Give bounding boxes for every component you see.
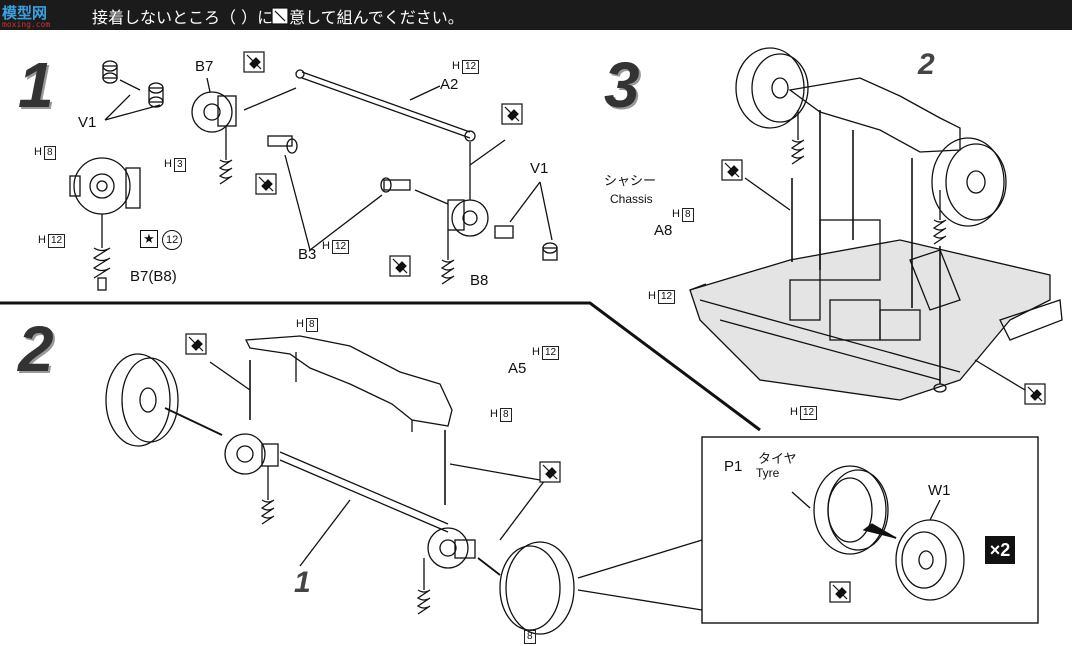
no-glue-icon	[255, 173, 277, 195]
star-icon: ★	[140, 230, 158, 248]
label-a2: A2	[440, 76, 459, 93]
label-v1: V1	[78, 114, 97, 131]
quantity-badge: ×2	[985, 536, 1015, 564]
part-chassis	[689, 219, 1063, 401]
step-number: 2	[18, 313, 54, 385]
part-upright-assembly-right	[416, 527, 476, 615]
no-glue-icon	[721, 159, 743, 181]
label-b7: B7	[195, 58, 214, 75]
no-glue-icon	[389, 255, 411, 277]
part-p1-tyre	[813, 465, 889, 555]
part-a5-arm	[244, 335, 453, 432]
step-ref-number: 2	[918, 48, 935, 81]
label-b8: B8	[470, 272, 489, 289]
part-b7-upright	[191, 91, 237, 185]
label-a5: A5	[508, 360, 527, 377]
star-marker: ★ 12	[140, 230, 183, 250]
label-v1-right: V1	[530, 160, 549, 177]
glue-h8: 8	[522, 630, 536, 644]
part-v1-cap	[102, 60, 164, 108]
label-w1: W1	[928, 482, 951, 499]
part-b3-pin	[267, 135, 411, 193]
label-chassis-jp: シャシー	[604, 174, 657, 189]
no-glue-icon-group	[185, 7, 1046, 603]
site-logo: 模型网	[2, 4, 48, 22]
no-glue-icon	[1024, 383, 1046, 405]
label-chassis-en: Chassis	[610, 192, 653, 206]
no-glue-icon	[185, 333, 207, 355]
part-wheel-right	[499, 541, 575, 635]
part-front-axle-assembly	[735, 47, 1007, 245]
part-b7-detail	[69, 157, 141, 291]
label-b7b8: B7(B8)	[130, 268, 177, 285]
site-logo-sub: moxing.com	[2, 20, 51, 29]
step-ref-number: 1	[294, 566, 311, 599]
label-tyre-jp: タイヤ	[758, 452, 797, 467]
label-p1: P1	[724, 458, 743, 475]
no-glue-icon	[539, 461, 561, 483]
part-w1-wheel	[895, 519, 965, 601]
star-number: 12	[162, 230, 183, 250]
no-glue-icon	[829, 581, 851, 603]
part-wheel-left	[105, 353, 179, 447]
no-glue-icon	[271, 7, 289, 25]
part-a2-rod	[295, 69, 476, 142]
step-number: 1	[18, 49, 54, 121]
no-glue-icon	[501, 103, 523, 125]
label-tyre-en: Tyre	[756, 466, 780, 480]
section-divider	[0, 301, 761, 432]
no-glue-icon	[243, 51, 265, 73]
tyre-inset-frame	[701, 436, 1039, 624]
step-number: 3	[604, 49, 640, 121]
part-v1-cap-right	[494, 225, 558, 261]
part-upright-assembly-left	[224, 433, 279, 525]
label-b3: B3	[298, 246, 317, 263]
label-a8: A8	[654, 222, 673, 239]
